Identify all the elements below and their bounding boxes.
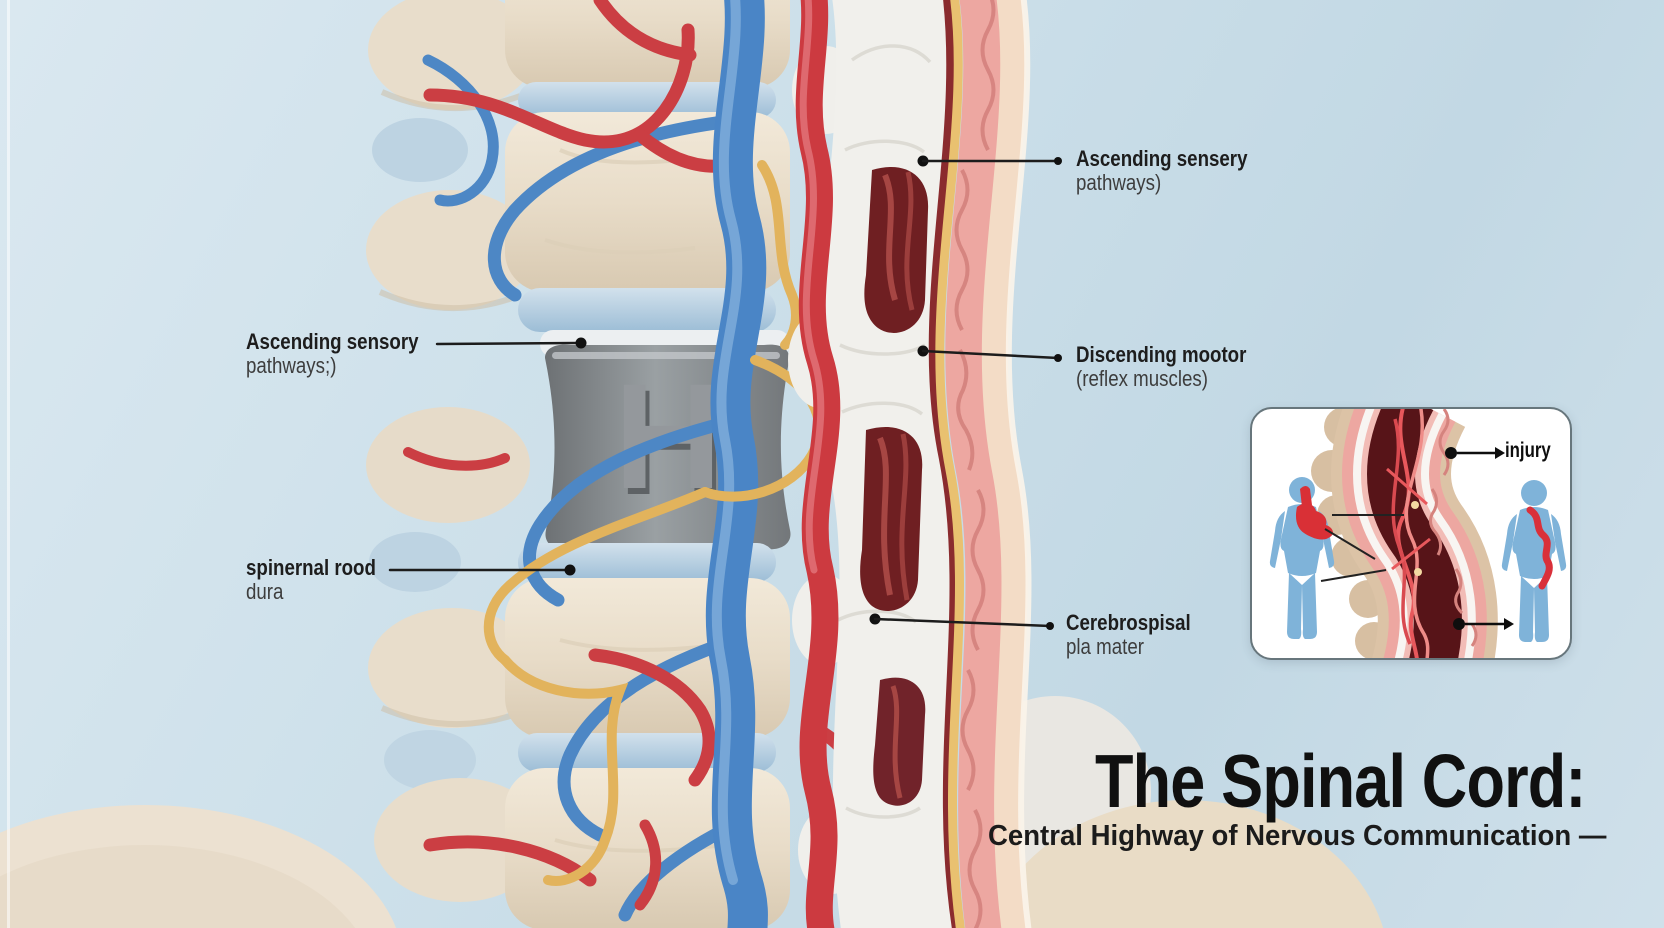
label-ascending-sensory-right: Ascending sensery pathways) [1076, 147, 1247, 195]
label-line2: pla mater [1066, 634, 1144, 659]
inset-nerve-strands [1386, 409, 1431, 658]
injury-label: injury [1505, 439, 1551, 462]
label-ascending-sensory-left: Ascending sensory pathways;) [246, 330, 419, 378]
muscle-windows [860, 166, 929, 806]
page-subtitle: Central Highway of Nervous Communication… [988, 820, 1607, 852]
pink-layer-squiggle [954, 0, 996, 928]
leader-lines [388, 155, 1062, 630]
label-line1: Cerebrospisal [1066, 610, 1191, 635]
inset-spinal-cord-icon [1331, 409, 1498, 658]
inset-squiggle [1429, 409, 1478, 647]
blue-nerve-branches [422, 54, 752, 922]
label-line2: (reflex muscles) [1076, 366, 1208, 391]
label-spinal-cord-dura: spinernal rood dura [246, 556, 376, 604]
label-line1: spinernal rood [246, 555, 376, 580]
label-line1: Discending mootor [1076, 342, 1247, 367]
label-line1: Ascending sensory [246, 329, 419, 354]
label-cerebrospinal: Cerebrospisal pla mater [1066, 611, 1191, 659]
label-line2: pathways) [1076, 170, 1162, 195]
result-arrow [1453, 618, 1514, 630]
main-artery [795, 0, 841, 928]
left-edge-highlight [7, 0, 10, 928]
outer-layers [935, 0, 1032, 928]
injury-arrow [1445, 447, 1505, 459]
injury-patch-icon [1295, 486, 1333, 540]
injury-inset-panel: injury [1250, 407, 1572, 660]
spine-injury-mark-icon [1526, 506, 1553, 590]
inset-leader-lines [1320, 514, 1404, 582]
lesion-dot-bottom [1414, 568, 1422, 576]
human-figure-right-icon [1501, 480, 1567, 642]
label-descending-motor: Discending mootor (reflex muscles) [1076, 343, 1246, 391]
page-title: The Spinal Cord: [1095, 739, 1586, 823]
label-line1: Ascending sensery [1076, 146, 1248, 171]
tissue-layers [818, 0, 964, 928]
main-vein [705, 0, 768, 928]
injury-inset-illustration [1269, 409, 1567, 658]
lesion-dot-top [1411, 501, 1419, 509]
label-line2: dura [246, 579, 284, 604]
label-line2: pathways;) [246, 353, 337, 378]
